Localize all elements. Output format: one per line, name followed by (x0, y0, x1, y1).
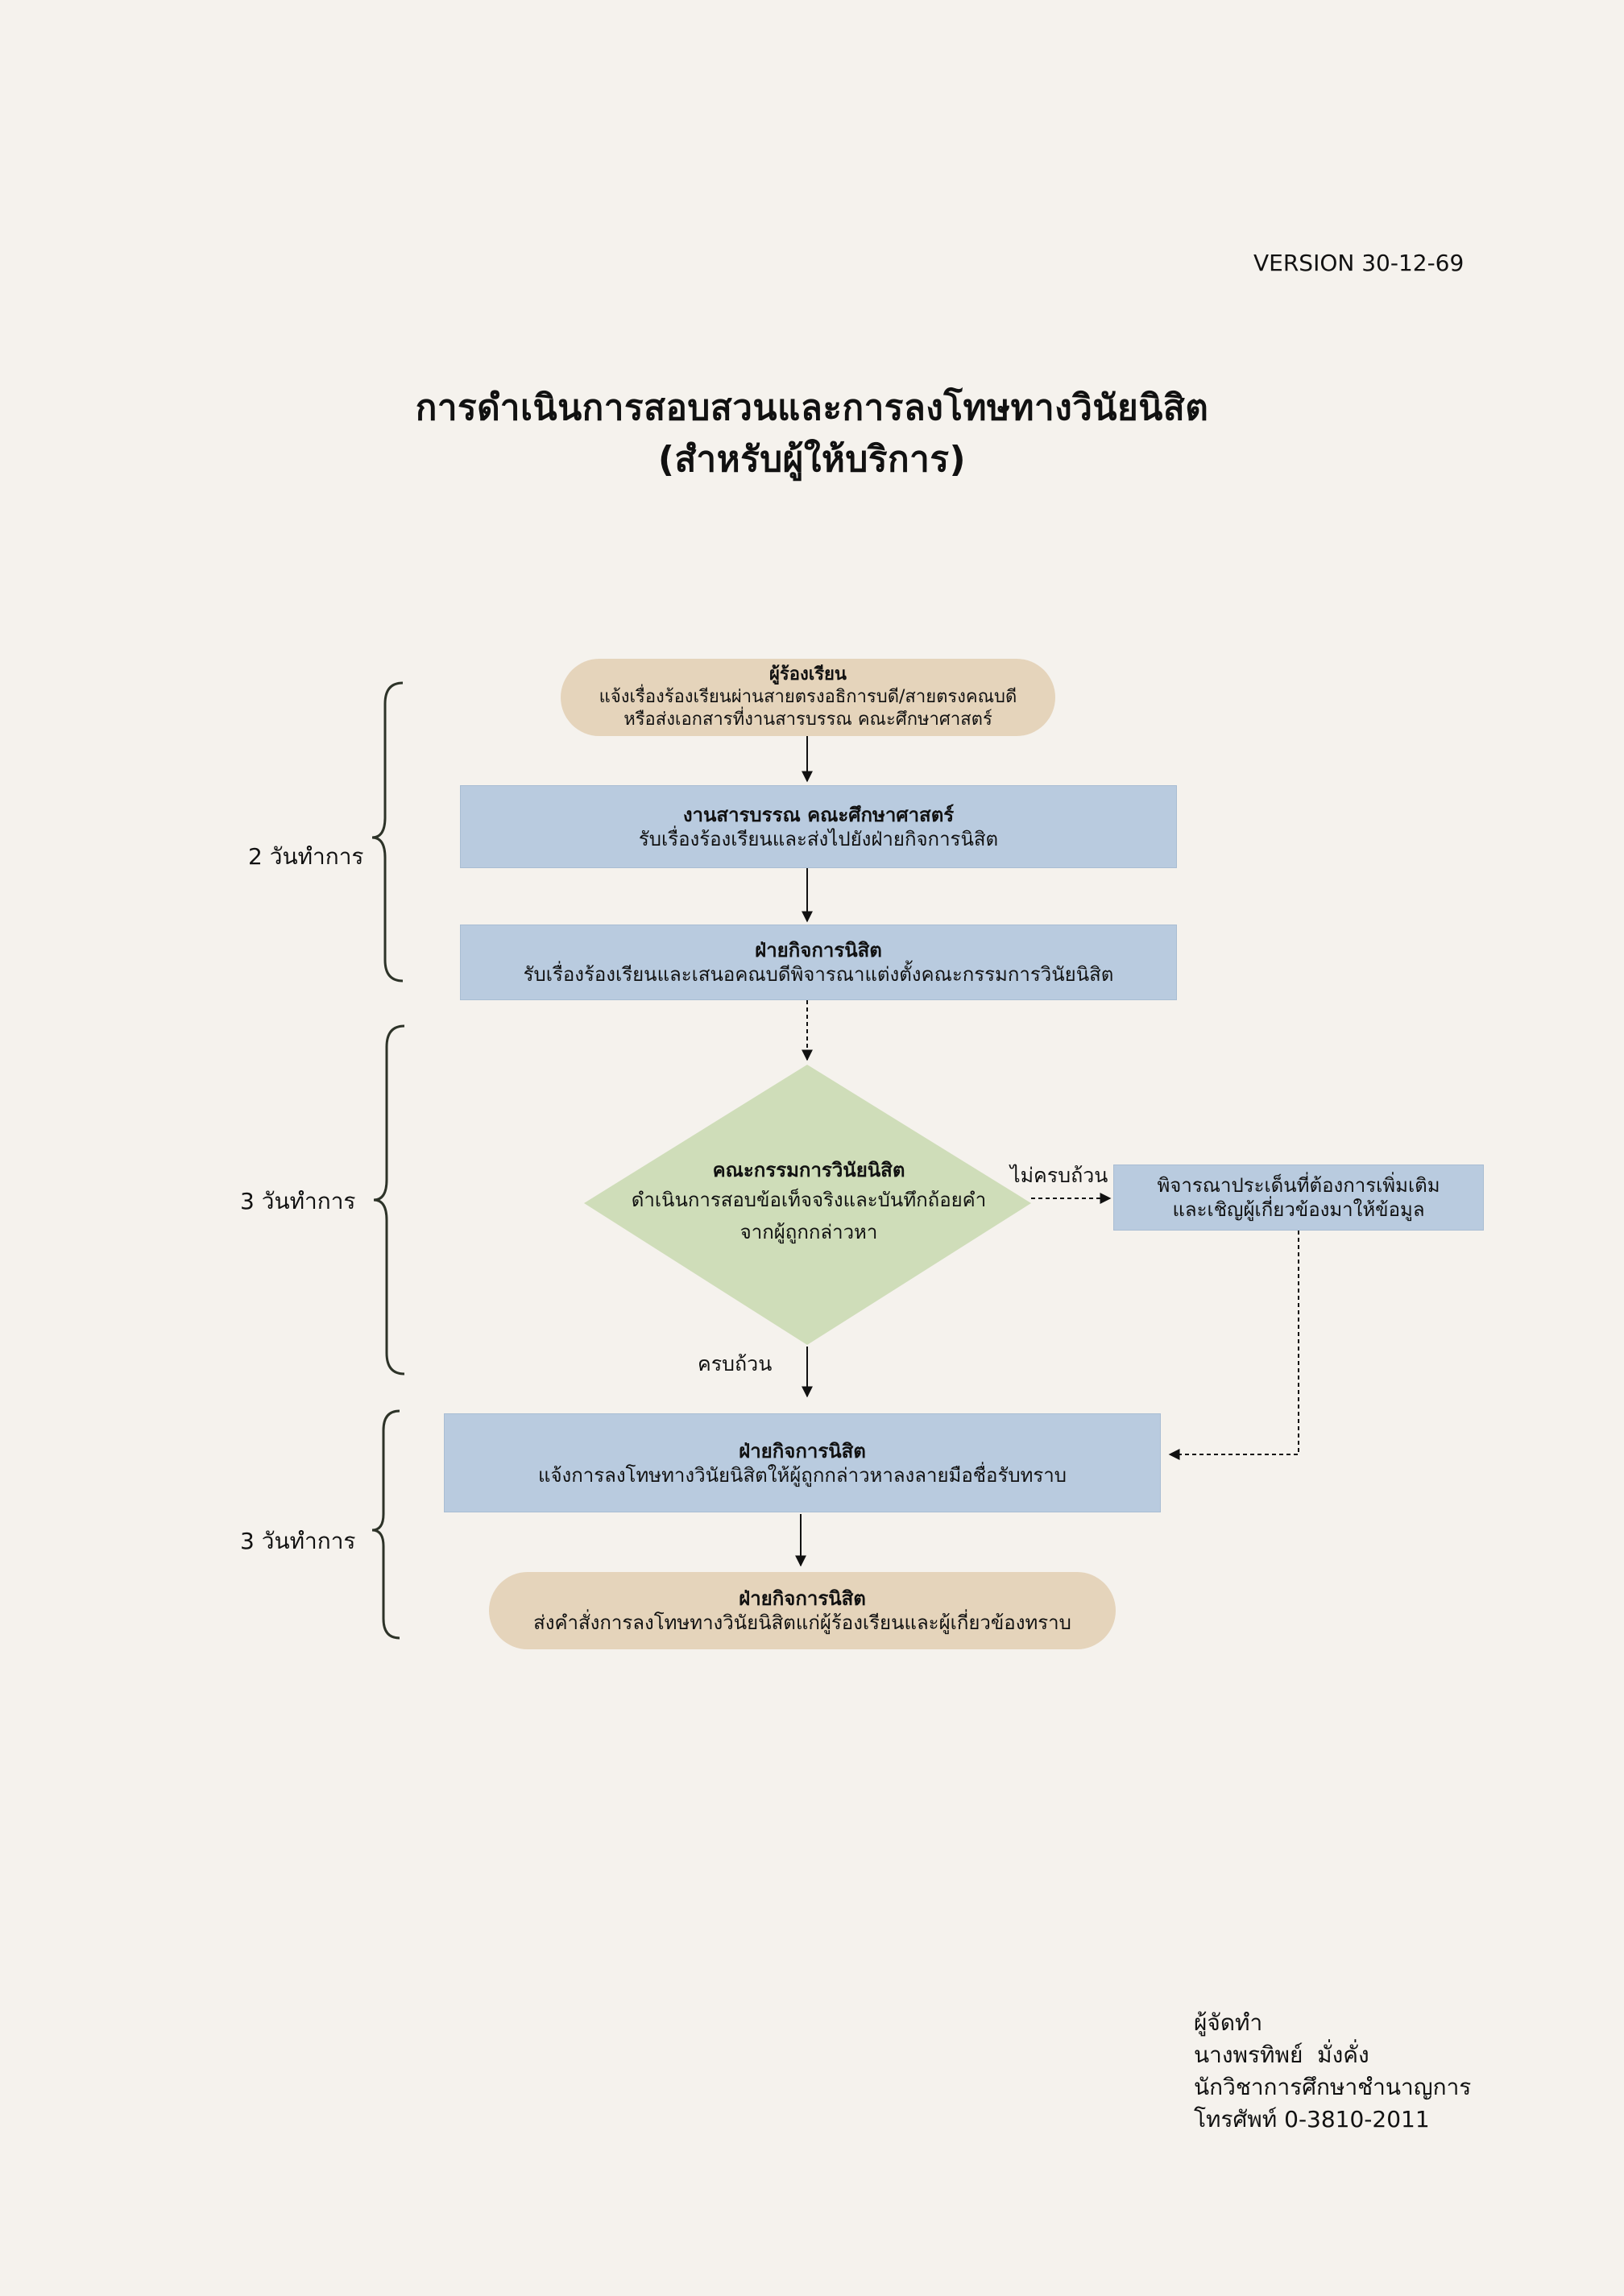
edge-label-incomplete: ไม่ครบถ้วน (1010, 1164, 1108, 1187)
student-affairs-receive-node: ฝ่ายกิจการนิสิต รับเรื่องร้องเรียนและเสน… (460, 925, 1177, 1000)
registry-node: งานสารบรรณ คณะศึกษาศาสตร์ รับเรื่องร้องเ… (460, 785, 1177, 868)
arrow-additional-to-notify (1168, 1231, 1299, 1460)
committee-node-text: คณะกรรมการวินัยนิสิต ดำเนินการสอบข้อเท็จ… (593, 1156, 1025, 1248)
registry-line-1: รับเรื่องร้องเรียนและส่งไปยังฝ่ายกิจการน… (638, 827, 999, 850)
committee-diamond (584, 1065, 1031, 1345)
edge-label-complete: ครบถ้วน (698, 1352, 773, 1376)
duration-label-2: 3 วันทำการ (240, 1188, 356, 1214)
brace-1 (371, 681, 404, 983)
registry-heading: งานสารบรรณ คณะศึกษาศาสตร์ (682, 803, 955, 826)
complainant-line-1: แจ้งเรื่องร้องเรียนผ่านสายตรงอธิการบดี/ส… (599, 687, 1017, 707)
committee-line-2: จากผู้ถูกกล่าวหา (740, 1221, 878, 1243)
title-line-2: (สำหรับผู้ให้บริการ) (657, 439, 967, 480)
additional-line-2: และเชิญผู้เกี่ยวข้องมาให้ข้อมูล (1172, 1198, 1425, 1221)
student-affairs-send-order-line-1: ส่งคำสั่งการลงโทษทางวินัยนิสิตแก่ผู้ร้อง… (533, 1611, 1071, 1634)
additional-info-node: พิจารณาประเด็นที่ต้องการเพิ่มเติม และเชิ… (1113, 1165, 1484, 1231)
title-line-1: การดำเนินการสอบสวนและการลงโทษทางวินัยนิส… (415, 387, 1209, 428)
committee-line-1: ดำเนินการสอบข้อเท็จจริงและบันทึกถ้อยคำ (631, 1189, 987, 1211)
student-affairs-send-order-heading: ฝ่ายกิจการนิสิต (739, 1587, 866, 1610)
duration-label-3: 3 วันทำการ (240, 1528, 356, 1554)
additional-line-1: พิจารณาประเด็นที่ต้องการเพิ่มเติม (1157, 1174, 1440, 1197)
committee-heading: คณะกรรมการวินัยนิสิต (712, 1159, 905, 1181)
preparer-position: นักวิชาการศึกษาชำนาญการ (1194, 2074, 1472, 2100)
student-affairs-send-order-node: ฝ่ายกิจการนิสิต ส่งคำสั่งการลงโทษทางวินั… (489, 1572, 1116, 1649)
complainant-node: ผู้ร้องเรียน แจ้งเรื่องร้องเรียนผ่านสายต… (561, 659, 1055, 736)
brace-3 (371, 1409, 400, 1640)
page-title: การดำเนินการสอบสวนและการลงโทษทางวินัยนิส… (0, 383, 1624, 486)
student-affairs-receive-line-1: รับเรื่องร้องเรียนและเสนอคณบดีพิจารณาแต่… (523, 963, 1114, 986)
duration-label-1: 2 วันทำการ (248, 843, 364, 870)
prepared-by-block: ผู้จัดทำ นางพรทิพย์ มั่งคั่ง นักวิชาการศ… (1194, 2007, 1471, 2136)
prepared-by-label: ผู้จัดทำ (1194, 2009, 1263, 2036)
student-affairs-notify-heading: ฝ่ายกิจการนิสิต (739, 1439, 866, 1462)
preparer-phone: โทรศัพท์ 0-3810-2011 (1194, 2106, 1430, 2133)
complainant-line-2: หรือส่งเอกสารที่งานสารบรรณ คณะศึกษาศาสตร… (624, 709, 992, 730)
student-affairs-notify-node: ฝ่ายกิจการนิสิต แจ้งการลงโทษทางวินัยนิสิ… (444, 1413, 1161, 1512)
complainant-heading: ผู้ร้องเรียน (769, 664, 847, 685)
student-affairs-receive-heading: ฝ่ายกิจการนิสิต (755, 939, 882, 962)
brace-2 (373, 1024, 405, 1376)
version-label: VERSION 30-12-69 (1253, 250, 1464, 276)
preparer-name: นางพรทิพย์ มั่งคั่ง (1194, 2042, 1369, 2068)
student-affairs-notify-line-1: แจ้งการลงโทษทางวินัยนิสิตให้ผู้ถูกกล่าวห… (537, 1463, 1067, 1487)
